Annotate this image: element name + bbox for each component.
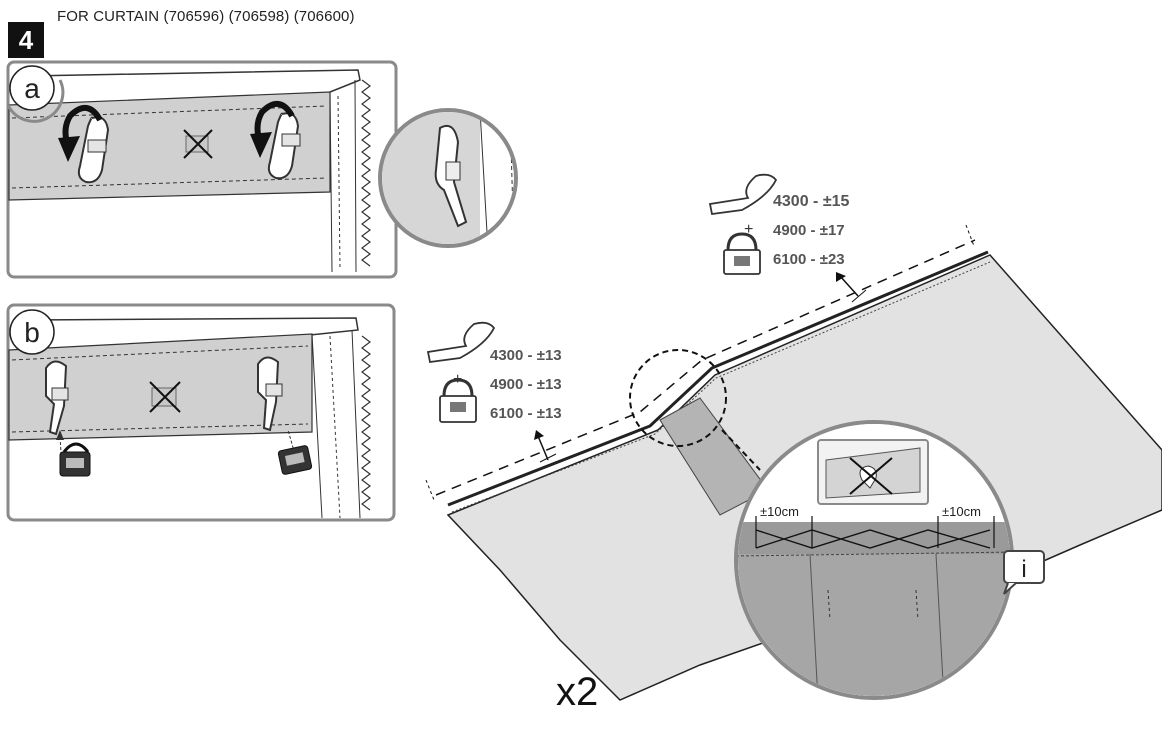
- step-title: FOR CURTAIN (706596) (706598) (706600): [57, 8, 355, 25]
- svg-text:6100 - ±23: 6100 - ±23: [773, 251, 845, 268]
- prohibited-cross-icon: [149, 381, 181, 413]
- clip-hook-icon: [723, 232, 761, 275]
- spacing-right-label: ±10cm: [942, 504, 981, 519]
- hook-icon: [426, 321, 496, 364]
- hook-count: ±17: [820, 222, 845, 239]
- panel-b-label-circle: [9, 309, 55, 355]
- hook-count: ±13: [537, 347, 562, 364]
- hook-count: ±13: [537, 405, 562, 422]
- hook-zoom-detail: [378, 108, 518, 248]
- svg-text:4900 - ±13: 4900 - ±13: [490, 376, 562, 393]
- hook-count: ±13: [537, 376, 562, 393]
- svg-text:4300 - ±13: 4300 - ±13: [490, 347, 562, 364]
- inset-prohibited-hook: [817, 439, 929, 505]
- hook-icon: [267, 112, 301, 180]
- hook-icon: [708, 173, 778, 216]
- info-icon: i: [1021, 556, 1026, 583]
- hook-icon: [45, 360, 69, 436]
- width-value: 4300: [773, 193, 809, 210]
- prohibited-cross-icon: [183, 129, 213, 159]
- svg-text:4300 - ±15: 4300 - ±15: [773, 193, 849, 210]
- hook-count: ±23: [820, 251, 845, 268]
- hook-counts-right: 4300 - ±15 4900 - ±17 6100 - ±23: [773, 193, 849, 268]
- panel-a-label-circle: [9, 65, 55, 111]
- width-value: 4300: [490, 347, 523, 364]
- svg-text:6100 - ±13: 6100 - ±13: [490, 405, 562, 422]
- hook-icon: [257, 356, 283, 432]
- panel-b: b: [6, 303, 396, 522]
- clip-hook-icon: [59, 442, 91, 477]
- rotate-arrow-icon: [250, 101, 295, 158]
- width-value: 4900: [490, 376, 523, 393]
- rotate-arrow-icon: [58, 105, 103, 162]
- clip-hook-icon: [439, 378, 477, 423]
- spacing-left-label: ±10cm: [760, 504, 799, 519]
- svg-text:4900 - ±17: 4900 - ±17: [773, 222, 845, 239]
- width-value: 4900: [773, 222, 806, 239]
- hook-counts-left: 4300 - ±13 4900 - ±13 6100 - ±13: [490, 347, 562, 422]
- step-number-badge: 4: [8, 22, 44, 58]
- quantity-multiplier: x2: [556, 670, 599, 714]
- hook-count: ±15: [823, 193, 850, 210]
- clip-hook-icon: [277, 445, 313, 475]
- info-badge: i: [1003, 550, 1045, 595]
- panel-a-label: a: [24, 73, 40, 104]
- plus-sign: +: [744, 221, 753, 238]
- panel-a: a: [6, 60, 518, 279]
- hook-icon: [77, 116, 110, 184]
- width-value: 6100: [773, 251, 806, 268]
- width-value: 6100: [490, 405, 523, 422]
- panel-b-label: b: [24, 317, 40, 348]
